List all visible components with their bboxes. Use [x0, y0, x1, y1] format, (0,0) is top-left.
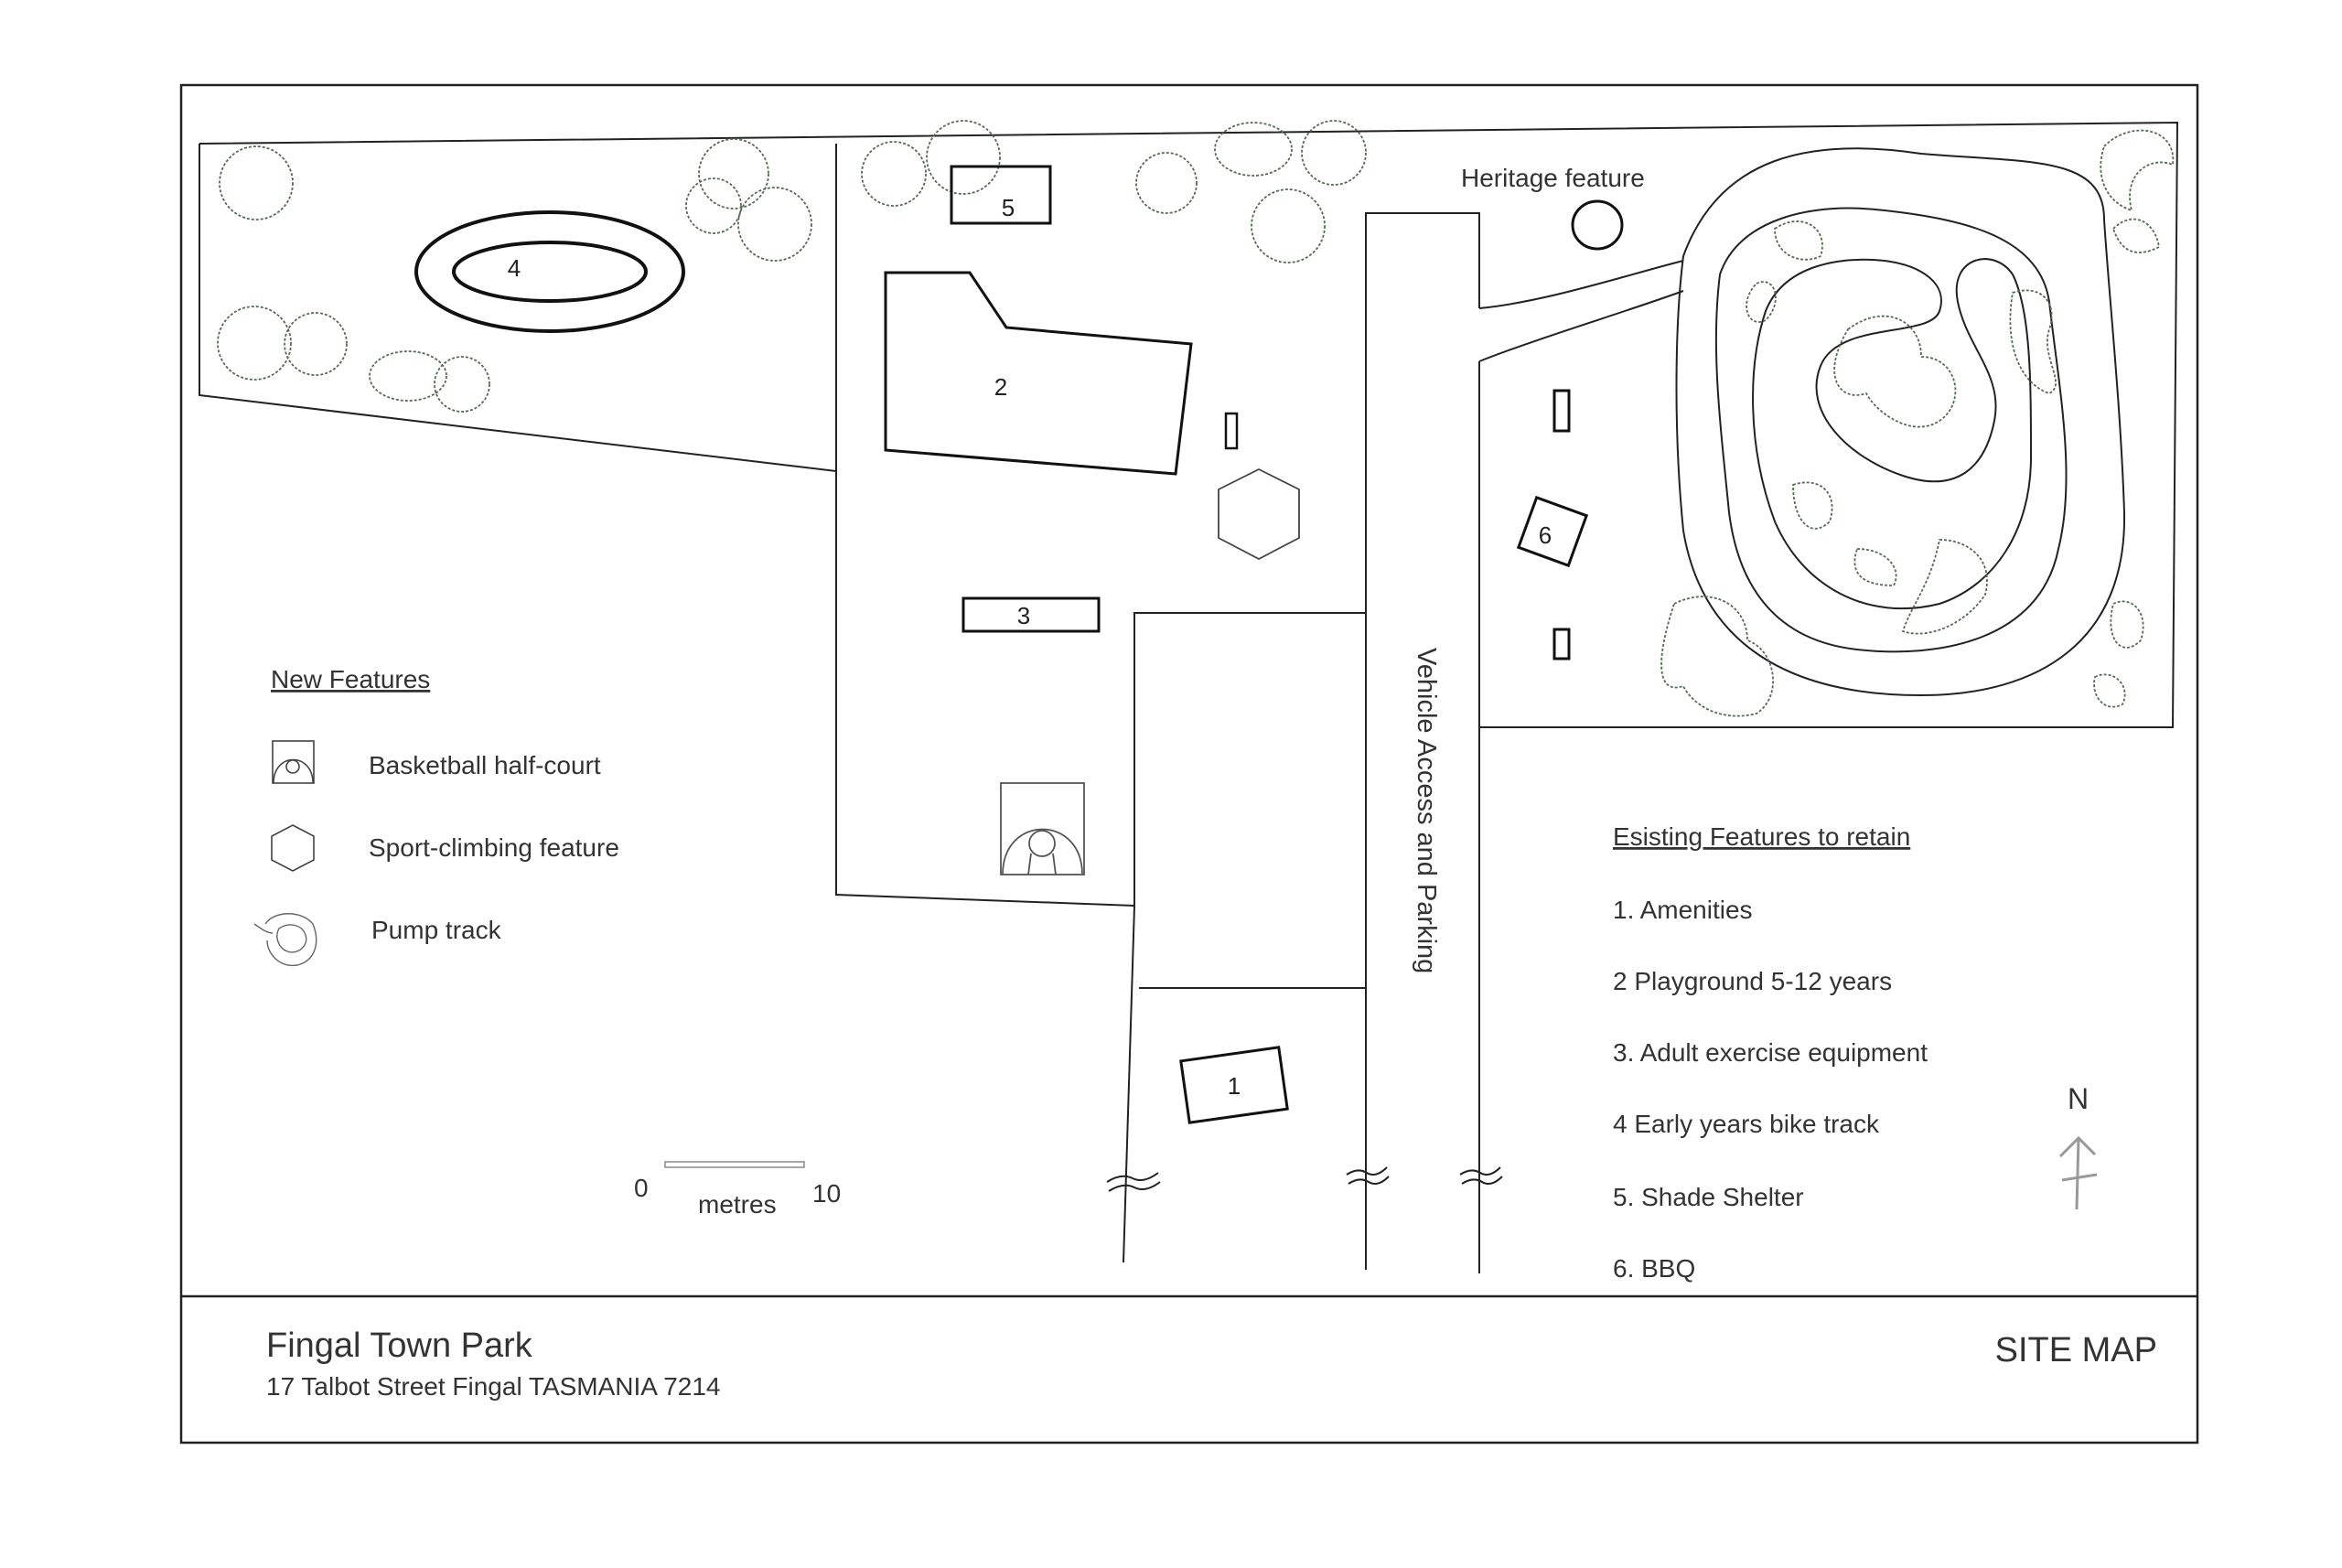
legend-item: 1. Amenities	[1613, 896, 1753, 924]
adult-exercise-equipment	[962, 596, 1101, 633]
existing-features-legend: Esisting Features to retain 1. Amenities…	[1613, 822, 1928, 1283]
scale-end: 10	[812, 1179, 841, 1208]
trees	[217, 120, 2175, 717]
bike-track-inner	[452, 241, 648, 303]
structures	[414, 165, 1624, 1124]
legend-item: 6. BBQ	[1613, 1254, 1695, 1283]
road-break-marks	[1106, 1166, 1503, 1192]
sheet-title: SITE MAP	[1995, 1331, 2157, 1369]
legend-label: Sport-climbing feature	[369, 833, 619, 862]
property-boundaries	[199, 121, 2179, 1273]
heritage-label: Heritage feature	[1461, 164, 1645, 192]
feature-number: 3	[1017, 602, 1030, 629]
legend-label: Basketball half-court	[369, 751, 601, 779]
park-title: Fingal Town Park	[266, 1326, 533, 1365]
bike-track-outer	[414, 210, 685, 333]
legend-item: 5. Shade Shelter	[1613, 1183, 1804, 1211]
basketball-half-court	[1000, 782, 1085, 875]
shade-shelter	[950, 165, 1052, 225]
scale-unit: metres	[698, 1190, 777, 1219]
north-label: N	[2068, 1082, 2089, 1115]
north-arrow-icon	[2058, 1135, 2098, 1210]
scale-bar: 0 metres 10	[634, 1161, 841, 1219]
basketball-court-icon	[272, 740, 315, 784]
north-arrow: N	[2058, 1082, 2098, 1210]
scale-start: 0	[634, 1174, 649, 1202]
feature-number: 5	[1002, 194, 1015, 221]
new-features-heading: New Features	[271, 665, 430, 693]
heritage-feature	[1571, 199, 1624, 251]
bbq	[1516, 495, 1589, 568]
park-address: 17 Talbot Street Fingal TASMANIA 7214	[266, 1372, 721, 1401]
feature-number: 4	[508, 254, 521, 282]
legend-item: 4 Early years bike track	[1613, 1110, 1880, 1138]
pump-track-icon	[253, 913, 317, 966]
legend-label: Pump track	[371, 916, 502, 944]
playground	[884, 271, 1193, 476]
bbq-post-upper	[1552, 389, 1571, 433]
sheet-frame	[179, 83, 2199, 1444]
feature-numbers: 1 2 3 4 5 6	[508, 194, 1552, 1100]
new-features-legend: New Features Basketball half-court Sport…	[253, 665, 619, 966]
pump-track	[1675, 147, 2126, 697]
legend-item: 3. Adult exercise equipment	[1613, 1038, 1928, 1067]
feature-number: 2	[994, 373, 1007, 401]
existing-features-heading: Esisting Features to retain	[1613, 822, 1910, 851]
amenities	[1179, 1046, 1289, 1124]
sport-climbing-feature	[1218, 467, 1300, 561]
legend-item: 2 Playground 5-12 years	[1613, 967, 1892, 995]
post	[1224, 412, 1239, 450]
bbq-post-lower	[1552, 628, 1571, 660]
vehicle-access-label: Vehicle Access and Parking	[1412, 648, 1441, 973]
feature-number: 6	[1539, 521, 1552, 549]
feature-number: 1	[1228, 1072, 1241, 1100]
hexagon-icon	[271, 824, 315, 872]
